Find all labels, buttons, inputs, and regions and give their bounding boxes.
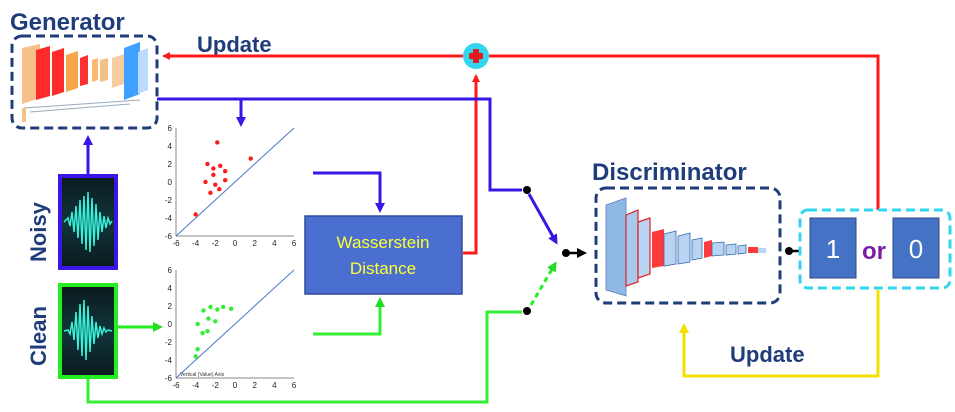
update-top-label: Update xyxy=(197,32,272,57)
noisy-plot-y-tick: 6 xyxy=(168,124,173,133)
generator-network-icon xyxy=(22,42,148,122)
noisy-plot-y-tick: -6 xyxy=(165,232,173,241)
noisy-plot-x-tick: -2 xyxy=(212,239,220,248)
clean-plot-y-tick: 0 xyxy=(168,320,173,329)
noisy-plot-point xyxy=(208,190,213,195)
clean-plot-to-wasserstein-arrow xyxy=(313,297,385,336)
clean-plot-y-tick: -4 xyxy=(165,356,173,365)
clean-plot-x-tick: -2 xyxy=(212,381,220,390)
discriminator-update-arrow xyxy=(679,290,880,378)
clean-plot-diagonal-line xyxy=(175,269,295,379)
clean-plot-x-tick: 4 xyxy=(272,381,277,390)
clean-plot-point xyxy=(195,321,200,327)
noisy-plot-x-tick: 2 xyxy=(252,239,257,248)
clean-plot-y-tick: 4 xyxy=(168,284,173,293)
clean-plot-x-tick: -4 xyxy=(192,381,200,390)
plus-icon xyxy=(469,49,483,63)
clean-plot-point xyxy=(213,319,218,324)
wasserstein-distance-box xyxy=(304,215,463,295)
clean-plot-x-tick: -6 xyxy=(172,381,180,390)
discriminator-feedback-line xyxy=(489,54,880,212)
output-or-text: or xyxy=(862,238,886,265)
clean-plot-y-tick: -2 xyxy=(165,338,173,347)
clean-plot-point xyxy=(205,329,210,334)
clean-plot-y-tick: 6 xyxy=(168,266,173,275)
noisy-plot-point xyxy=(222,169,228,174)
update-bottom-label: Update xyxy=(730,342,805,367)
clean-plot-point xyxy=(193,354,198,359)
noisy-plot-point xyxy=(205,161,210,167)
noisy-plot-x-tick: 4 xyxy=(272,239,277,248)
clean-plot-x-tick: 6 xyxy=(292,381,297,390)
noisy-plot-y-tick: 4 xyxy=(168,142,173,151)
noisy-plot-point xyxy=(222,178,228,183)
clean-plot-y-tick: -6 xyxy=(165,374,173,383)
noisy-plot-point xyxy=(218,163,223,168)
noisy-plot-point xyxy=(213,182,218,187)
noisy-plot-x-tick: -4 xyxy=(192,239,200,248)
clean-plot-point xyxy=(208,304,213,310)
clean-plot-point xyxy=(195,347,200,352)
noisy-plot-point xyxy=(211,172,216,177)
clean-plot-axis-caption: Vertical (Value) Axis xyxy=(180,372,225,378)
noisy-plot-point xyxy=(211,166,216,171)
clean-waveform-icon xyxy=(63,299,113,361)
wasserstein-label-line1: Wasserstein xyxy=(337,233,430,252)
wasserstein-label-line2: Distance xyxy=(350,259,416,278)
noisy-plot-x-tick: 6 xyxy=(292,239,297,248)
clean-plot-point xyxy=(221,304,226,310)
noisy-plot-y-tick: 2 xyxy=(168,160,173,169)
plot-to-wasserstein-arrow xyxy=(313,171,385,213)
discriminator-title: Discriminator xyxy=(592,159,747,186)
noisy-plot-point xyxy=(215,140,220,145)
clean-bypass-line xyxy=(86,310,522,404)
noisy-plot-point xyxy=(203,179,208,185)
noisy-plot-diagonal-line xyxy=(175,127,295,237)
clean-plot-point xyxy=(201,308,206,313)
clean-label: Clean xyxy=(26,306,51,366)
noisy-plot-point xyxy=(193,212,198,217)
noisy-plot-y-tick: -2 xyxy=(165,196,173,205)
noisy-plot-x-tick: 0 xyxy=(233,239,238,248)
output-one-box xyxy=(809,217,857,279)
clean-plot-point xyxy=(228,306,234,311)
clean-plot-y-tick: 2 xyxy=(168,302,173,311)
clean-plot-point xyxy=(206,316,211,321)
noisy-plot-point xyxy=(217,187,222,192)
noisy-scatter-plot: 6 4 2 0 -2 -4 -6-6 -4 -2 0 2 4 6 xyxy=(165,124,297,248)
plus-node xyxy=(463,43,489,69)
noisy-label: Noisy xyxy=(26,201,51,262)
noisy-plot-y-tick: 0 xyxy=(168,178,173,187)
clean-plot-point xyxy=(215,307,220,312)
generator-title: Generator xyxy=(10,9,125,36)
generator-output-line xyxy=(157,97,522,192)
input-switch xyxy=(523,186,587,315)
noisy-waveform-icon xyxy=(63,191,113,253)
clean-plot-x-tick: 0 xyxy=(233,381,238,390)
noisy-plot-y-tick: -4 xyxy=(165,214,173,223)
clean-plot-x-tick: 2 xyxy=(252,381,257,390)
output-zero-text: 0 xyxy=(909,234,923,264)
noisy-plot-point xyxy=(248,156,253,161)
output-one-text: 1 xyxy=(826,234,840,264)
clean-plot-point xyxy=(200,330,205,336)
wasserstein-to-plus-arrow xyxy=(463,74,480,255)
output-zero-box xyxy=(892,217,940,279)
discriminator-network-icon xyxy=(605,197,766,297)
noisy-plot-x-tick: -6 xyxy=(172,239,180,248)
